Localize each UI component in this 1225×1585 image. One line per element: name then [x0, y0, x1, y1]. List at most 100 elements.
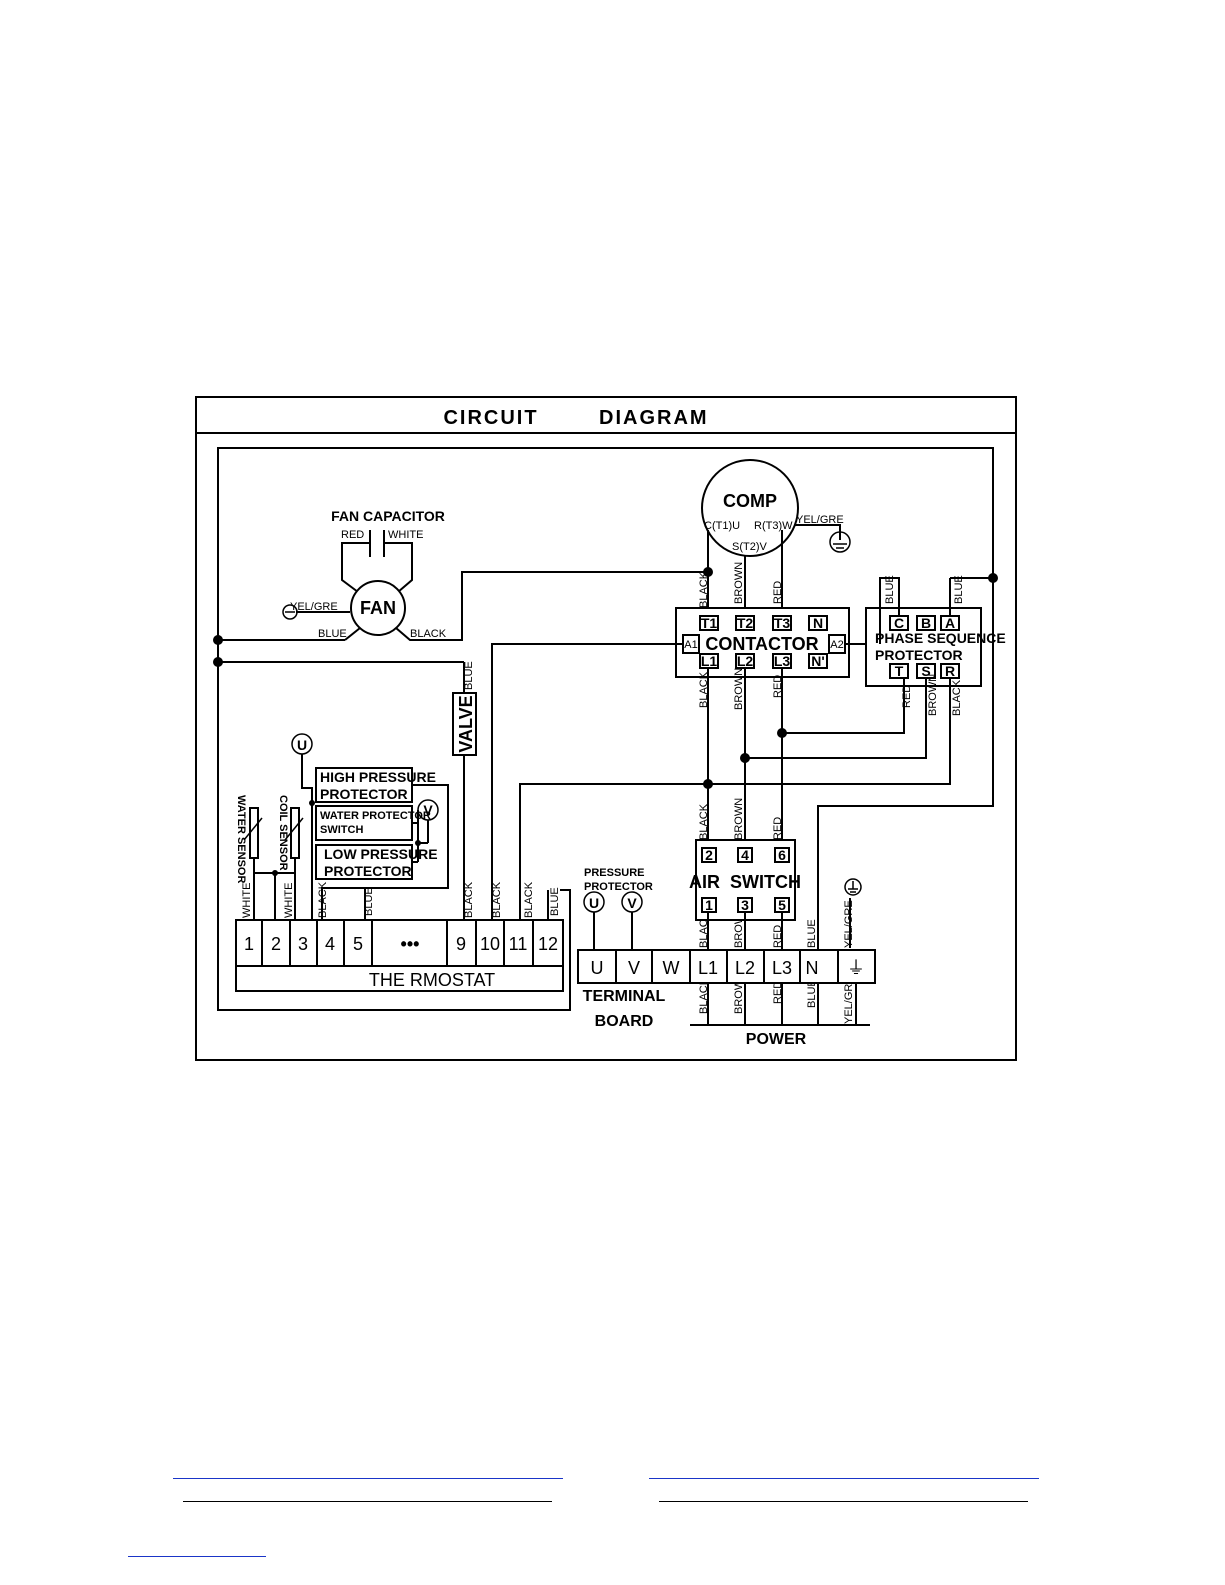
contactor-to-air-switch-wires: [519, 668, 783, 920]
low-pressure-label-2: PROTECTOR: [324, 863, 412, 879]
phase-r: R: [945, 663, 955, 679]
compressor: COMP C(T1)U R(T3)W S(T2)V YEL/GRE: [701, 459, 851, 612]
phase-b: B: [921, 615, 931, 631]
water-sensor: [249, 807, 259, 859]
sensors: WATER SENSOR COIL SENSOR: [235, 795, 549, 920]
power-supply: POWER: [690, 983, 870, 1048]
tb-v: V: [628, 958, 640, 978]
thermostat-terminal-ellipsis: •••: [401, 934, 420, 954]
water-protector-label-2: SWITCH: [320, 824, 363, 836]
tb-u: U: [591, 958, 604, 978]
phase-s: S: [921, 663, 930, 679]
power-label: POWER: [746, 1031, 807, 1048]
wire-label-air-red: RED: [772, 817, 784, 840]
wire-label-t4-black: BLACK: [317, 881, 329, 918]
air-switch-label: AIR SWITCH: [689, 872, 801, 892]
pressure-protector: PRESSURE PROTECTOR U V: [583, 867, 653, 950]
contactor-n-prime: N': [811, 653, 824, 669]
coil-sensor: [290, 807, 300, 859]
valve: VALVE: [452, 662, 477, 920]
tb-l1: L1: [698, 958, 718, 978]
wire-label-t12-blue: BLUE: [549, 887, 561, 916]
fan-capacitor: FAN CAPACITOR RED WHITE: [331, 508, 445, 593]
comp-w-label: R(T3)W: [754, 520, 793, 532]
contactor-t1: T1: [701, 615, 718, 631]
contactor-t3: T3: [774, 615, 791, 631]
terminal-board-label-1: TERMINAL: [583, 988, 666, 1005]
wire-label-phase-c-blue: BLUE: [884, 575, 896, 604]
frame-wires: [217, 447, 994, 1011]
air-switch-1: 1: [705, 897, 713, 913]
contactor-l1: L1: [701, 653, 718, 669]
wire-label-power-ground: YEL/GRE: [843, 976, 855, 1024]
high-pressure-label-1: HIGH PRESSURE: [320, 769, 436, 785]
fan-label: FAN: [360, 598, 396, 618]
wire-label-phase-a-blue: BLUE: [953, 575, 965, 604]
high-pressure-label-2: PROTECTOR: [320, 786, 408, 802]
terminal-board: U V W L1 L2 L3 N ⏚ TERMINAL BOARD: [577, 949, 876, 1030]
phase-sequence-protector: C B A PHASE SEQUENCE PROTECTOR T S R: [708, 577, 1006, 785]
phase-t: T: [895, 663, 904, 679]
thermostat-terminal-4: 4: [325, 934, 335, 954]
protector-v-label: V: [423, 802, 433, 818]
comp-v-label: S(T2)V: [732, 541, 768, 553]
fan-capacitor-label: FAN CAPACITOR: [331, 508, 445, 524]
wire-label-phase-s-brown: BROWN: [927, 674, 939, 716]
contactor-t2: T2: [737, 615, 754, 631]
wire-label-valve-blue: BLUE: [463, 661, 475, 690]
water-protector-label-1: WATER PROTECTOR: [320, 810, 431, 822]
thermostat-terminal-9: 9: [456, 934, 466, 954]
air-switch-ground-icon: [844, 878, 862, 896]
diagram-title: CIRCUIT DIAGRAM: [443, 407, 708, 429]
wire-label-air-brown: BROWN: [733, 798, 745, 840]
fan-ground-icon: [282, 604, 298, 620]
contactor-n: N: [813, 615, 823, 631]
thermostat-terminal-11: 11: [509, 934, 528, 954]
thermostat-terminal-5: 5: [353, 934, 363, 954]
fan-ground-label: YEL/GRE: [290, 601, 338, 613]
comp-ground-label: YEL/GRE: [796, 514, 844, 526]
wire-label-power-blue: BLUE: [806, 979, 818, 1008]
wire-label-t3-white: WHITE: [283, 883, 295, 918]
air-switch-6: 6: [778, 847, 786, 863]
cap-white-label: WHITE: [388, 529, 423, 541]
contactor: CONTACTOR T1 T2 T3 N L1 L2 L3 N' A1 A2: [491, 607, 866, 920]
water-sensor-label: WATER SENSOR: [235, 795, 247, 883]
pressure-protector-label-1: PRESSURE: [584, 867, 645, 879]
wire-label-phase-t-red: RED: [901, 685, 913, 708]
terminal-board-label-2: BOARD: [595, 1013, 654, 1030]
contactor-a1: A1: [684, 639, 697, 651]
footer-line-left-top: [173, 1478, 563, 1479]
footer-line-right-top: [649, 1478, 1039, 1479]
wire-label-l3-red: RED: [772, 675, 784, 698]
comp-ground-icon: [829, 531, 851, 553]
thermostat-terminal-3: 3: [298, 934, 308, 954]
comp-label: COMP: [723, 491, 777, 511]
footer-line-page: [128, 1556, 266, 1557]
wire-label-air-black: BLACK: [698, 803, 710, 840]
wire-label-l2-brown: BROWN: [733, 668, 745, 710]
thermostat: 1 2 3 4 5 ••• 9 10 11 12 THE RMOSTAT: [235, 919, 564, 992]
air-switch-3: 3: [741, 897, 749, 913]
thermostat-terminal-12: 12: [538, 934, 558, 954]
wire-label-t1-white: WHITE: [241, 883, 253, 918]
comp-u-label: C(T1)U: [704, 520, 740, 532]
wire-label-t9-black: BLACK: [463, 881, 475, 918]
wire-label-tb-n-blue: BLUE: [806, 919, 818, 948]
pressure-u-label: U: [589, 895, 599, 911]
tb-l2: L2: [735, 958, 755, 978]
tb-n: N: [806, 958, 819, 978]
wire-label-t11-black: BLACK: [523, 881, 535, 918]
tb-ground-icon: ⏚: [847, 958, 865, 978]
wire-label-t10-black: BLACK: [491, 881, 503, 918]
air-switch-4: 4: [741, 847, 749, 863]
tb-l3: L3: [772, 958, 792, 978]
wire-label-l1-black: BLACK: [698, 671, 710, 708]
pressure-v-label: V: [627, 895, 637, 911]
fan-black-label: BLACK: [410, 628, 447, 640]
protector-switches: U HIGH PRESSURE PROTECTOR WATER PROTECTO…: [291, 733, 449, 920]
protector-u-label: U: [297, 737, 307, 753]
air-switch-5: 5: [778, 897, 786, 913]
low-pressure-label-1: LOW PRESSURE: [324, 846, 438, 862]
